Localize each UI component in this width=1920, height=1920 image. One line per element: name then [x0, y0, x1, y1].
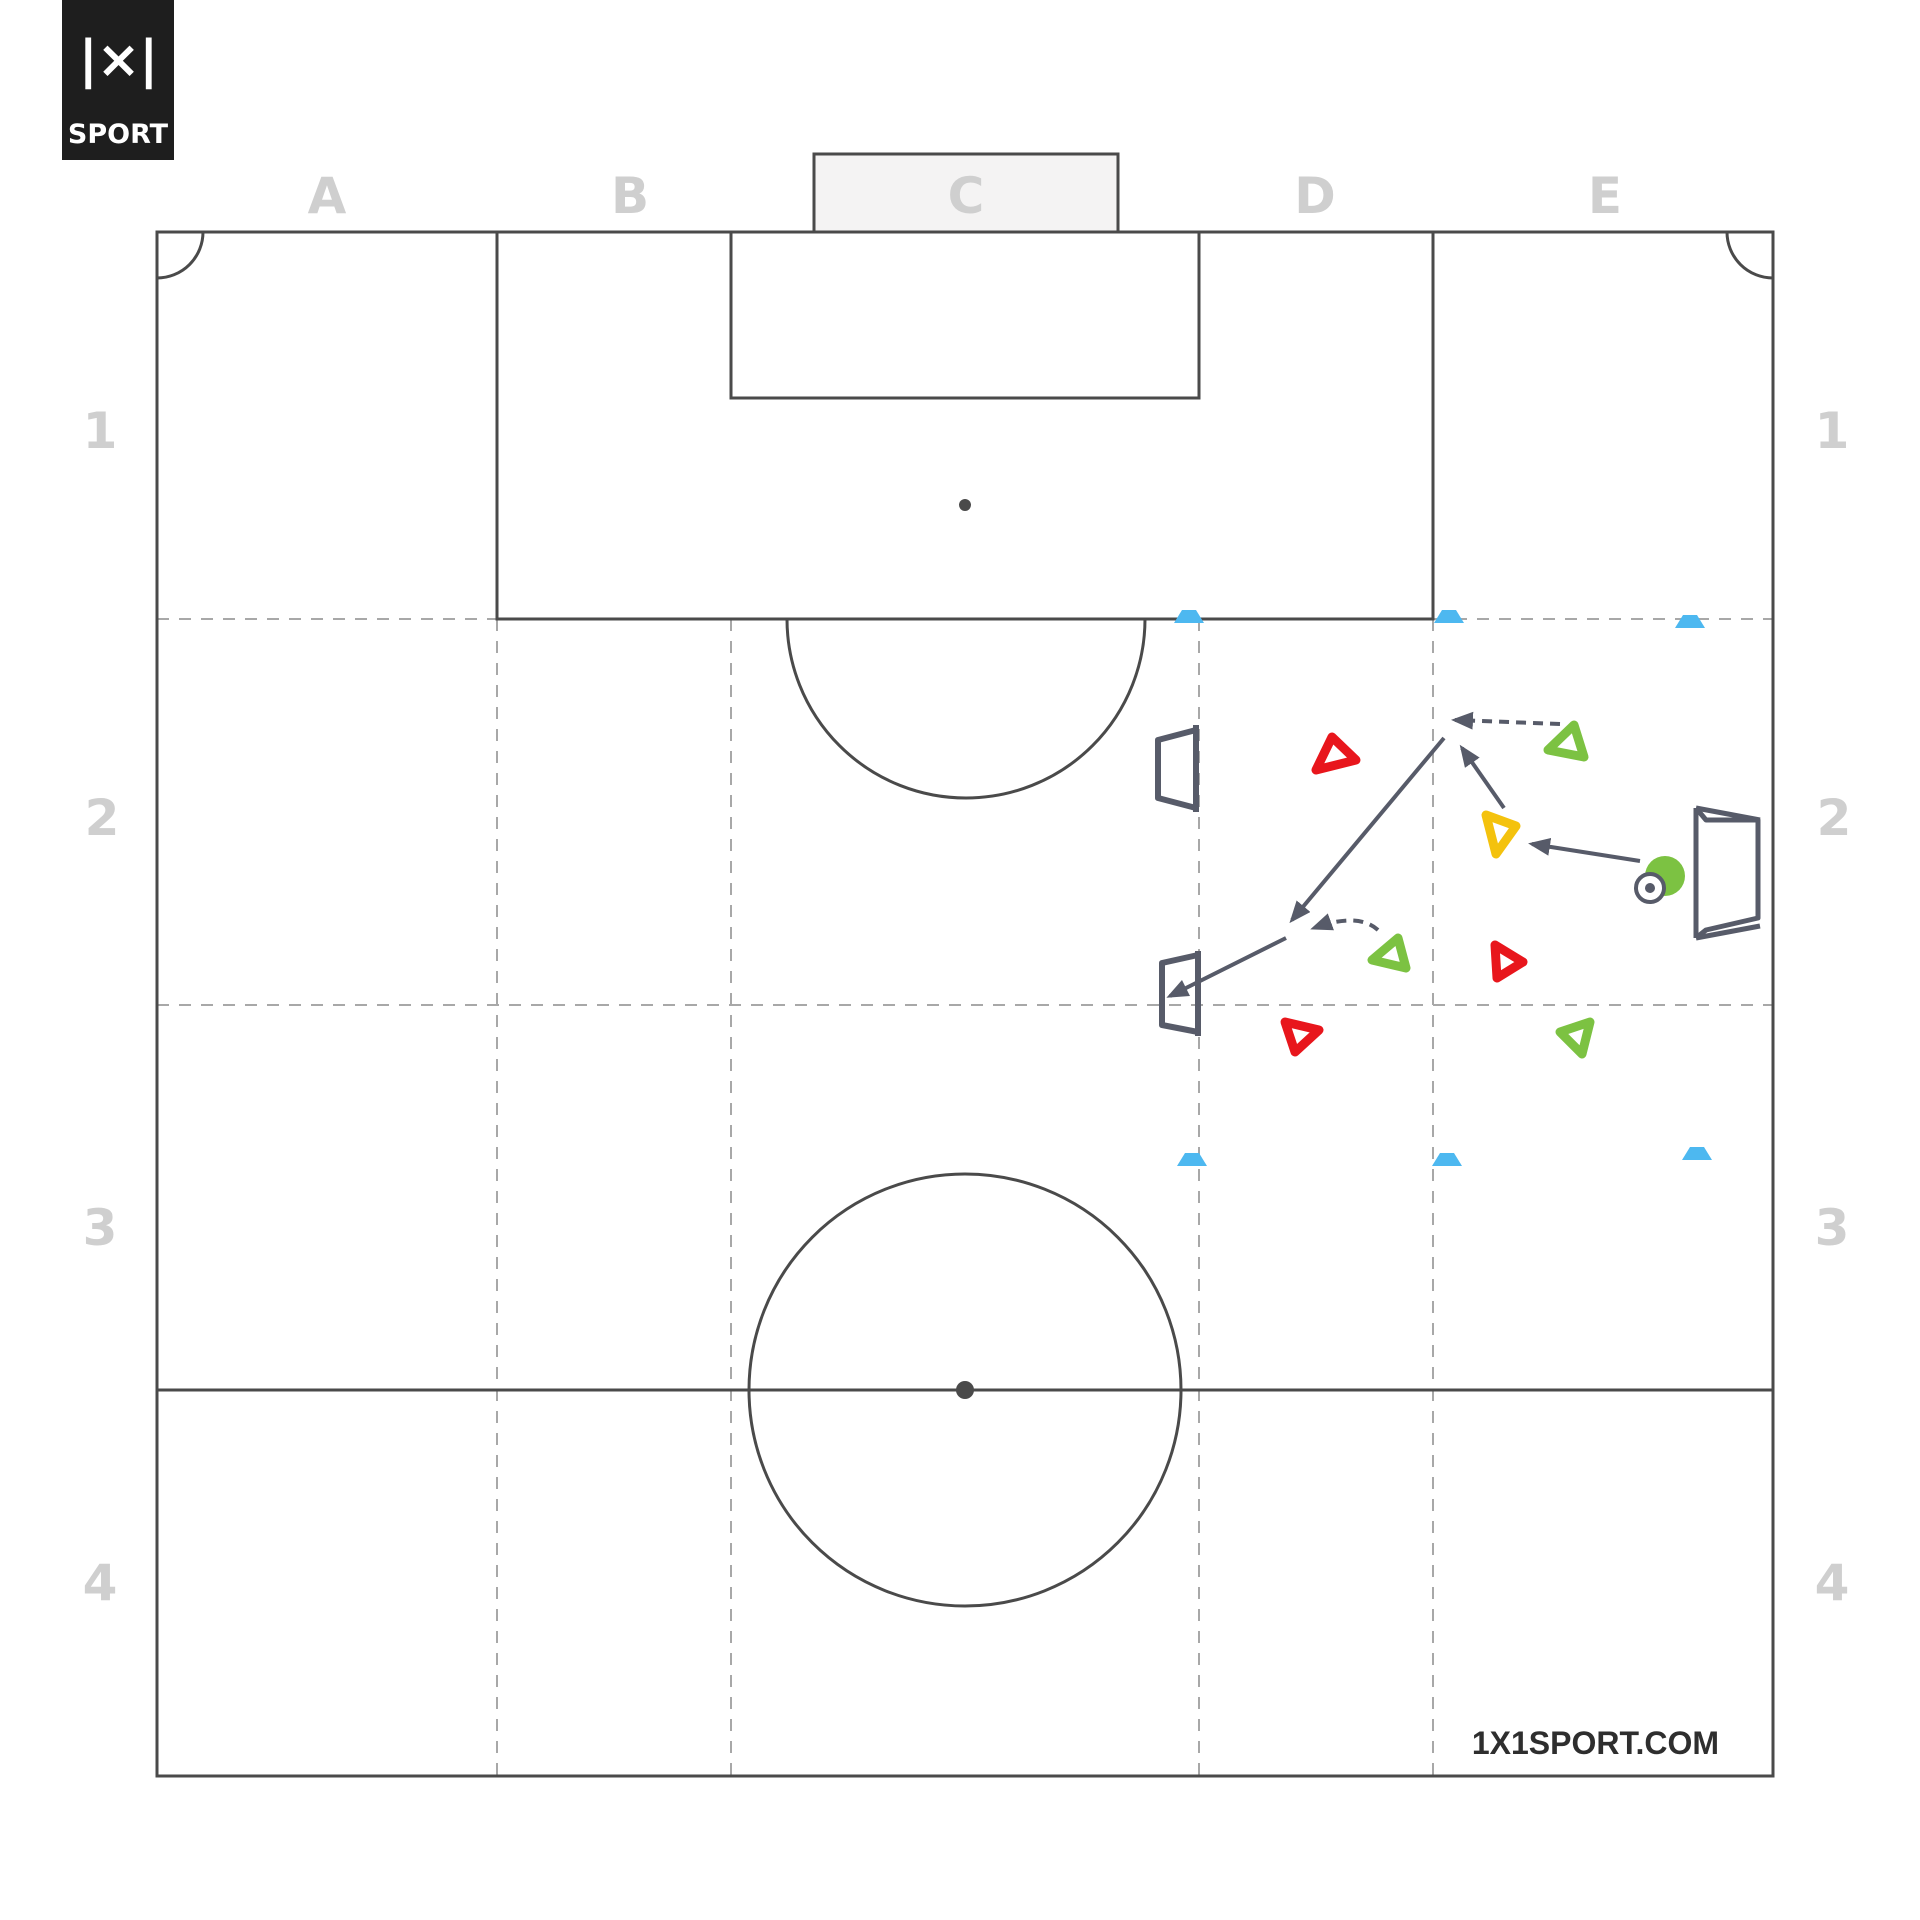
cone-icon	[1174, 610, 1204, 623]
brand-logo: |×| SPORT	[62, 0, 174, 160]
cone-icon	[1177, 1153, 1207, 1166]
column-label-c: C	[948, 167, 985, 225]
center-spot	[956, 1381, 974, 1399]
site-url: 1X1SPORT.COM	[1472, 1725, 1719, 1761]
mini-goal-icon	[1693, 805, 1761, 941]
row-label-1-right: 1	[1815, 402, 1850, 460]
red-triangle-icon	[1311, 732, 1361, 775]
row-label-3-right: 3	[1815, 1199, 1850, 1257]
pitch-markings	[155, 230, 1775, 1778]
row-label-2-left: 2	[85, 789, 120, 847]
row-label-2-right: 2	[1817, 789, 1852, 847]
logo-word: SPORT	[67, 119, 169, 150]
grid-lines	[157, 618, 1773, 1776]
row-label-4-right: 4	[1815, 1554, 1850, 1612]
red-players	[1280, 732, 1528, 1057]
row-label-3-left: 3	[83, 1199, 118, 1257]
ball-icon	[1634, 872, 1666, 904]
goal-tab	[812, 152, 1120, 234]
green-triangle-icon	[1555, 1017, 1595, 1059]
penalty-spot	[959, 499, 971, 511]
cones	[1174, 610, 1712, 1166]
column-label-e: E	[1588, 167, 1622, 225]
red-triangle-icon	[1280, 1017, 1324, 1057]
green-triangle-icon	[1543, 720, 1589, 762]
movement-arrows	[1166, 711, 1641, 998]
column-label-a: A	[308, 167, 347, 225]
column-label-b: B	[611, 167, 649, 225]
mini-goal-icon	[1159, 951, 1201, 1036]
green-triangle-icon	[1367, 933, 1411, 973]
cone-icon	[1675, 615, 1705, 628]
row-label-1-left: 1	[83, 402, 118, 460]
column-label-d: D	[1294, 167, 1336, 225]
yellow-triangle-icon	[1481, 810, 1521, 859]
red-triangle-icon	[1490, 940, 1528, 983]
green-players	[1367, 720, 1595, 1059]
logo-mark: |×|	[78, 30, 159, 90]
cone-icon	[1432, 1153, 1462, 1166]
cone-icon	[1682, 1147, 1712, 1160]
row-label-4-left: 4	[83, 1554, 118, 1612]
cone-icon	[1434, 610, 1464, 623]
mini-goal-icon	[1155, 725, 1199, 812]
